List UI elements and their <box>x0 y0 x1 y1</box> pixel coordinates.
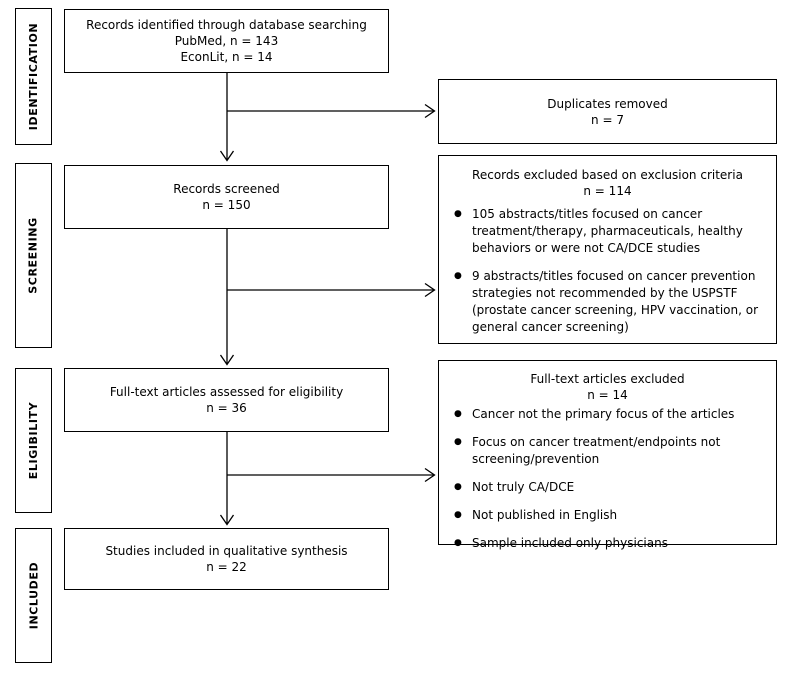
records-identified-pubmed-count: PubMed, n = 143 <box>174 34 279 48</box>
records-screened-count: n = 150 <box>202 198 251 212</box>
fulltext-assessed-line: Full-text articles assessed for eligibil… <box>109 385 344 399</box>
fulltext-excluded-bullet-text: Focus on cancer treatment/endpoints not … <box>472 435 721 466</box>
fulltext-excluded-bullet-text: Not truly CA/DCE <box>472 480 575 494</box>
studies-included-line: Studies included in qualitative synthesi… <box>105 544 348 558</box>
arrow-to-duplicates-head <box>424 103 436 119</box>
records-excluded-count: n = 114 <box>583 184 632 198</box>
stage-box-screening: SCREENING <box>15 163 52 348</box>
studies-included-count: n = 22 <box>206 560 247 574</box>
fulltext-excluded-bullet-item: ● Sample included only physicians <box>439 535 776 552</box>
records-excluded-bullet-item: ● 105 abstracts/titles focused on cancer… <box>439 206 776 257</box>
arrow-to-fulltext-excluded-head <box>424 467 436 483</box>
stage-label-eligibility: ELIGIBILITY <box>27 401 41 480</box>
bullet-icon: ● <box>454 437 462 447</box>
fulltext-excluded-bullet-item: ● Cancer not the primary focus of the ar… <box>439 406 776 423</box>
fulltext-excluded-bullet-text: Sample included only physicians <box>472 536 668 550</box>
box-records-excluded: Records excluded based on exclusion crit… <box>438 155 777 344</box>
records-excluded-title: Records excluded based on exclusion crit… <box>472 168 743 182</box>
fulltext-excluded-title: Full-text articles excluded <box>530 372 685 386</box>
fulltext-excluded-count: n = 14 <box>587 388 628 402</box>
arrow-eligibility-down-head <box>219 514 235 526</box>
box-fulltext-assessed: Full-text articles assessed for eligibil… <box>64 368 389 432</box>
duplicates-removed-title: Duplicates removed <box>547 96 668 111</box>
bullet-icon: ● <box>454 510 462 520</box>
box-fulltext-excluded: Full-text articles excluded n = 14 ● Can… <box>438 360 777 550</box>
arrow-to-records-excluded-head <box>424 282 436 298</box>
bullet-icon: ● <box>454 538 462 548</box>
fulltext-excluded-bullet-item: ● Not published in English <box>439 507 776 524</box>
records-identified-econlit-count: EconLit, n = 14 <box>180 50 273 64</box>
fulltext-excluded-bullet-item: ● Focus on cancer treatment/endpoints no… <box>439 434 776 468</box>
box-studies-included: Studies included in qualitative synthesi… <box>64 528 389 590</box>
fulltext-excluded-bullet-text: Not published in English <box>472 508 618 522</box>
fulltext-assessed-count: n = 36 <box>206 401 247 415</box>
arrow-identification-down-head <box>219 150 235 162</box>
stage-label-included: INCLUDED <box>27 561 40 630</box>
bullet-icon: ● <box>454 482 462 492</box>
records-excluded-bullet-item: ● 9 abstracts/titles focused on cancer p… <box>439 268 776 336</box>
duplicates-removed-count: n = 7 <box>591 112 624 127</box>
bullet-icon: ● <box>454 271 462 281</box>
fulltext-excluded-bullet-item: ● Not truly CA/DCE <box>439 479 776 496</box>
bullet-icon: ● <box>454 409 462 419</box>
box-records-screened: Records screened n = 150 <box>64 165 389 229</box>
records-identified-line: Records identified through database sear… <box>86 18 367 32</box>
stage-box-identification: IDENTIFICATION <box>15 8 52 145</box>
box-records-identified: Records identified through database sear… <box>64 9 389 73</box>
stage-box-included: INCLUDED <box>15 528 52 663</box>
stage-label-identification: IDENTIFICATION <box>27 22 40 131</box>
records-excluded-bullet-text: 105 abstracts/titles focused on cancer t… <box>472 207 743 255</box>
bullet-icon: ● <box>454 209 462 219</box>
records-screened-line: Records screened <box>173 182 280 196</box>
stage-label-screening: SCREENING <box>27 217 40 294</box>
fulltext-excluded-bullet-text: Cancer not the primary focus of the arti… <box>472 407 735 421</box>
records-excluded-bullet-text: 9 abstracts/titles focused on cancer pre… <box>472 269 759 334</box>
stage-box-eligibility: ELIGIBILITY <box>15 368 52 513</box>
box-duplicates-removed: Duplicates removed n = 7 <box>438 79 777 144</box>
arrow-screening-down-head <box>219 354 235 366</box>
